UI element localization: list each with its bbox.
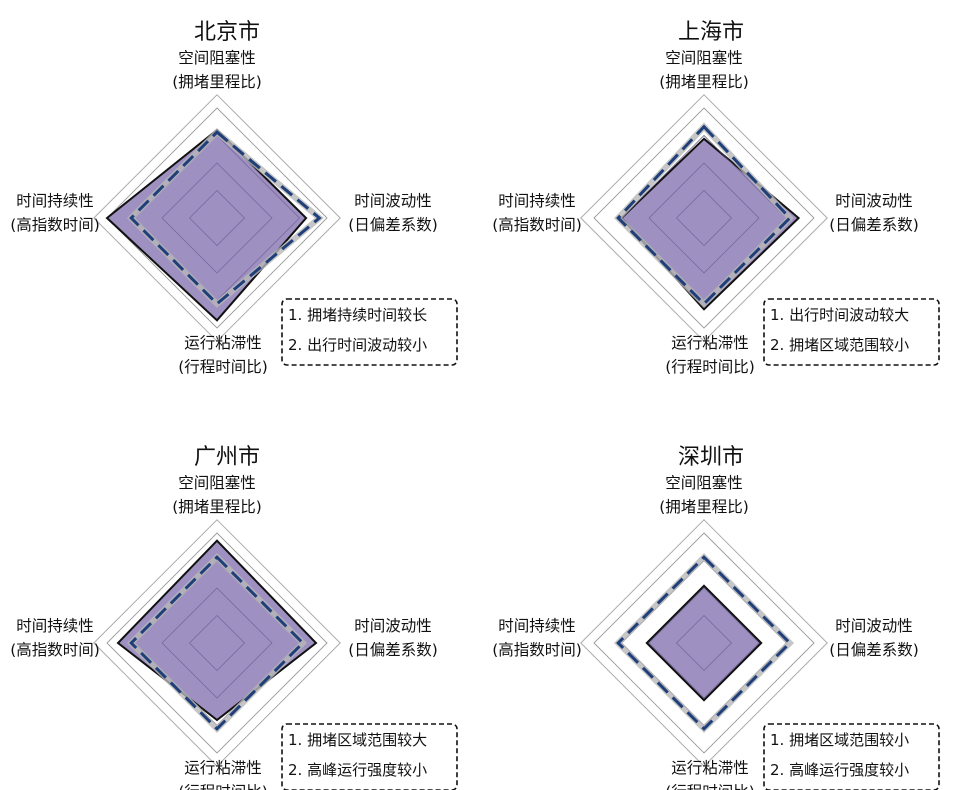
radar-grid-ring-inner-1 [648, 587, 760, 699]
axis-label-left: 时间持续性 (高指数时间) [10, 192, 100, 234]
radar-grid-ring-3 [106, 532, 328, 754]
axis-label-line: (拥堵里程比) [172, 73, 262, 91]
axis-label-line: 运行粘滞性 [184, 334, 262, 352]
axis-label-line: 空间阻塞性 [178, 474, 256, 492]
chart-title: 北京市 [194, 20, 260, 45]
series-dashed-line [616, 124, 792, 306]
axis-label-line: 时间波动性 [835, 192, 913, 210]
annotation-box [281, 723, 458, 790]
axis-label-top: 空间阻塞性 (拥堵里程比) [172, 474, 262, 516]
axis-label-line: (拥堵里程比) [659, 498, 749, 516]
annotation-box [281, 298, 458, 366]
annotation-line-1: 1. 出行时间波动较大 [770, 306, 909, 324]
annotation-line-2: 2. 拥堵区域范围较小 [770, 336, 909, 354]
radar-grid-ring-inner-1 [161, 587, 273, 699]
chart-title: 深圳市 [678, 445, 744, 470]
axis-label-line: 时间波动性 [835, 617, 913, 635]
annotation-box [763, 298, 940, 366]
axis-label-line: (行程时间比) [178, 783, 268, 790]
axis-label-top: 空间阻塞性 (拥堵里程比) [659, 474, 749, 516]
axis-label-line: 运行粘滞性 [184, 759, 262, 777]
axis-label-line: (行程时间比) [178, 358, 268, 376]
radar-outer-frame [580, 94, 828, 342]
radar-outer-frame [93, 94, 341, 342]
axis-label-line: (日偏差系数) [348, 216, 438, 234]
axis-label-line: (行程时间比) [665, 783, 755, 790]
series-dashed-line [616, 555, 792, 731]
axis-label-line: 时间持续性 [16, 192, 94, 210]
axis-label-line: 运行粘滞性 [671, 759, 749, 777]
axis-label-line: (高指数时间) [10, 216, 100, 234]
axis-label-top: 空间阻塞性 (拥堵里程比) [659, 49, 749, 91]
axis-label-line: (日偏差系数) [829, 216, 919, 234]
annotation-line-1: 1. 拥堵区域范围较大 [288, 731, 427, 749]
chart-title: 广州市 [194, 445, 260, 470]
axis-label-top: 空间阻塞性 (拥堵里程比) [172, 49, 262, 91]
radar-grid-ring-3 [106, 107, 328, 329]
axis-label-right: 时间波动性 (日偏差系数) [348, 617, 438, 659]
axis-label-line: 时间持续性 [16, 617, 94, 635]
radar-grid-ring-inner-0 [676, 190, 732, 246]
axis-label-left: 时间持续性 (高指数时间) [10, 617, 100, 659]
axis-label-line: (高指数时间) [10, 641, 100, 659]
radar-outer-frame [93, 519, 341, 767]
axis-label-right: 时间波动性 (日偏差系数) [348, 192, 438, 234]
axis-label-left: 时间持续性 (高指数时间) [492, 192, 582, 234]
radar-grid-ring-inner-1 [161, 162, 273, 274]
annotation-line-2: 2. 高峰运行强度较小 [770, 761, 909, 779]
annotation-line-2: 2. 出行时间波动较小 [288, 336, 427, 354]
axis-label-line: 时间波动性 [354, 617, 432, 635]
axis-label-line: 时间持续性 [498, 192, 576, 210]
axis-label-line: 时间波动性 [354, 192, 432, 210]
axis-label-bottom: 运行粘滞性 (行程时间比) [665, 759, 755, 790]
radar-grid-ring-inner-0 [676, 615, 732, 671]
radar-grid-ring-3 [593, 107, 815, 329]
series-solid-area [645, 584, 763, 702]
radar-outer-frame [580, 519, 828, 767]
axis-label-line: 空间阻塞性 [665, 474, 743, 492]
axis-label-left: 时间持续性 (高指数时间) [492, 617, 582, 659]
axis-label-line: (高指数时间) [492, 216, 582, 234]
annotation-line-1: 1. 拥堵持续时间较长 [288, 306, 427, 324]
axis-label-line: 运行粘滞性 [671, 334, 749, 352]
axis-label-bottom: 运行粘滞性 (行程时间比) [665, 334, 755, 376]
series-dashed-line [129, 130, 322, 306]
axis-label-line: (高指数时间) [492, 641, 582, 659]
axis-label-line: 空间阻塞性 [178, 49, 256, 67]
axis-label-line: (日偏差系数) [348, 641, 438, 659]
axis-label-line: 空间阻塞性 [665, 49, 743, 67]
radar-grid-ring-3 [593, 532, 815, 754]
radar-grid-ring-inner-1 [648, 162, 760, 274]
axis-label-bottom: 运行粘滞性 (行程时间比) [178, 759, 268, 790]
axis-label-line: (拥堵里程比) [659, 73, 749, 91]
axis-label-bottom: 运行粘滞性 (行程时间比) [178, 334, 268, 376]
axis-label-right: 时间波动性 (日偏差系数) [829, 192, 919, 234]
axis-label-line: (行程时间比) [665, 358, 755, 376]
axis-label-line: 时间持续性 [498, 617, 576, 635]
axis-label-line: (日偏差系数) [829, 641, 919, 659]
annotation-line-2: 2. 高峰运行强度较小 [288, 761, 427, 779]
chart-title: 上海市 [678, 20, 744, 45]
series-dashed-line [129, 555, 305, 731]
axis-label-line: (拥堵里程比) [172, 498, 262, 516]
axis-label-right: 时间波动性 (日偏差系数) [829, 617, 919, 659]
radar-grid-ring-inner-0 [189, 615, 245, 671]
annotation-line-1: 1. 拥堵区域范围较小 [770, 731, 909, 749]
radar-grid-ring-inner-0 [189, 190, 245, 246]
annotation-box [763, 723, 940, 790]
